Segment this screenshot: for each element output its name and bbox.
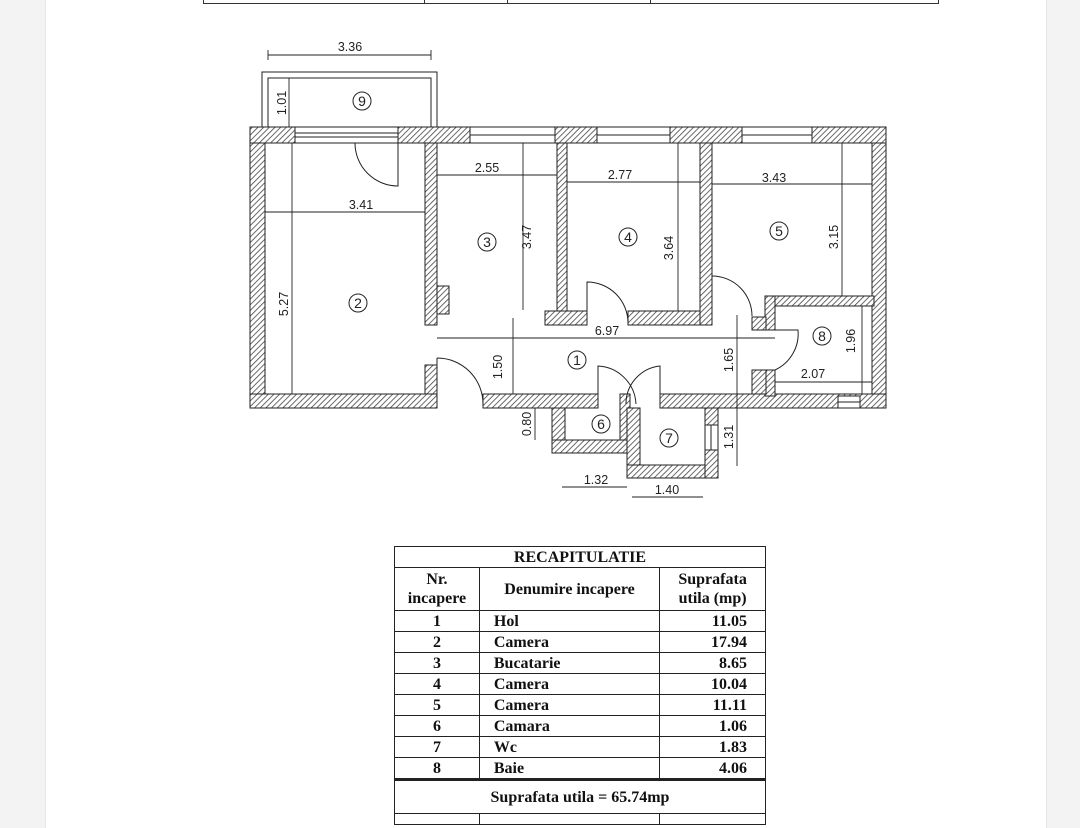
total-area: Suprafata utila = 65.74mp bbox=[394, 778, 766, 814]
dim-room2-width: 3.41 bbox=[349, 198, 373, 212]
balcony bbox=[261, 71, 438, 127]
dim-room7-depth: 1.31 bbox=[722, 425, 736, 449]
room-number-9: 9 bbox=[358, 93, 366, 109]
recap-table: RECAPITULATIE Nr.incapere Denumire incap… bbox=[394, 546, 766, 825]
dim-room4-length: 3.64 bbox=[662, 236, 676, 260]
table-row-cut-off bbox=[394, 813, 766, 825]
dim-hall-width-right: 1.65 bbox=[722, 348, 736, 372]
dim-room8-length: 1.96 bbox=[844, 329, 858, 353]
table-column-divider bbox=[507, 0, 508, 3]
dim-room2-length: 5.27 bbox=[277, 292, 291, 316]
room-number-2: 2 bbox=[354, 295, 362, 311]
table-column-divider bbox=[650, 0, 651, 3]
table-column-divider bbox=[424, 0, 425, 3]
dimension-lines bbox=[265, 50, 872, 498]
dim-room7-width: 1.40 bbox=[655, 483, 679, 497]
dim-room8-width: 2.07 bbox=[801, 367, 825, 381]
room-number-7: 7 bbox=[665, 430, 673, 446]
header-name: Denumire incapere bbox=[478, 567, 661, 611]
room-number-1: 1 bbox=[573, 352, 581, 368]
dim-room3-length: 3.47 bbox=[520, 225, 534, 249]
dim-room6-width: 1.32 bbox=[584, 473, 608, 487]
room-number-4: 4 bbox=[624, 229, 632, 245]
dim-room3-width: 2.55 bbox=[475, 161, 499, 175]
windows bbox=[294, 126, 861, 451]
dim-balcony-width: 3.36 bbox=[338, 40, 362, 54]
dim-room5-length: 3.15 bbox=[827, 225, 841, 249]
dim-balcony-depth: 1.01 bbox=[275, 91, 289, 115]
room-markers bbox=[348, 91, 832, 448]
dim-hall-width: 1.50 bbox=[491, 355, 505, 379]
dim-room5-width: 3.43 bbox=[762, 171, 786, 185]
doors bbox=[354, 142, 799, 408]
header-nr: Nr.incapere bbox=[394, 567, 480, 611]
walls bbox=[249, 126, 887, 479]
previous-table-bottom-edge bbox=[203, 0, 939, 4]
dim-hall-length: 6.97 bbox=[595, 324, 619, 338]
room-number-3: 3 bbox=[483, 234, 491, 250]
room-number-6: 6 bbox=[597, 416, 605, 432]
room-number-8: 8 bbox=[818, 328, 826, 344]
dim-room4-width: 2.77 bbox=[608, 168, 632, 182]
dim-room6-depth: 0.80 bbox=[520, 412, 534, 436]
room-number-5: 5 bbox=[775, 223, 783, 239]
recap-title: RECAPITULATIE bbox=[394, 546, 766, 568]
floor-plan: 9 1 2 3 4 5 6 7 8 3.36 1.01 3.41 5.27 2.… bbox=[249, 40, 887, 498]
